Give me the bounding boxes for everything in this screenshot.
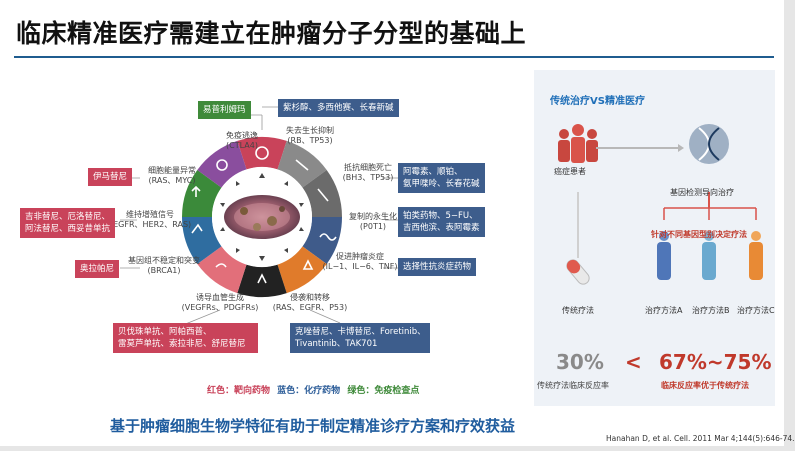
drug-box-angiogenesis: 贝伐珠单抗、阿帕西普、 雷莫芦单抗、索拉非尼、舒尼替尼 <box>113 323 258 353</box>
hallmarks-wheel <box>120 106 398 326</box>
hallmark-apoptosis-name: 抵抗细胞死亡 <box>344 163 392 172</box>
hallmark-energy-name: 细胞能量异常 <box>148 166 196 175</box>
hallmark-angiogenesis-name: 诱导血管生成 <box>196 293 244 302</box>
drug-box-energy: 伊马替尼 <box>88 168 133 186</box>
drug-immortal-line2: 吉西他滨、表阿霉素 <box>403 223 480 233</box>
drug-apoptosis-line1: 阿霉素、顺铂、 <box>403 167 463 177</box>
drug-box-apoptosis: 阿霉素、顺铂、 氨甲喋呤、长春花碱 <box>398 163 485 193</box>
hallmark-immune-target: (CTLA4) <box>226 141 258 150</box>
drug-proliferation-line2: 阿法替尼、西妥昔单抗 <box>25 224 111 234</box>
drug-box-genome: 奥拉帕尼 <box>75 260 120 278</box>
legend-blue: 蓝色：化疗药物 <box>277 386 341 396</box>
drug-apoptosis-line2: 氨甲喋呤、长春花碱 <box>403 179 480 189</box>
ring-segment-proliferation <box>182 170 222 217</box>
ring-segment-immortal <box>302 217 342 264</box>
hallmark-immortal-target: (P0T1) <box>359 222 387 231</box>
hallmark-immortal: 复制的永生化 (P0T1) <box>349 212 397 232</box>
page-title: 临床精准医疗需建立在肿瘤分子分型的基础上 <box>16 19 527 48</box>
drug-box-immortal: 铂类药物、5−FU、 吉西他滨、表阿霉素 <box>398 207 485 237</box>
caption-precision: 临床反应率优于传统疗法 <box>661 381 749 390</box>
energy-icon <box>216 159 228 171</box>
hallmark-growth: 失去生长抑制 (RB、TP53) <box>282 126 338 146</box>
hallmark-invasion-name: 侵袭和转移 <box>290 293 330 302</box>
angiogenesis-icon <box>215 263 227 268</box>
drug-box-invasion: 克唑替尼、卡博替尼、Foretinib、 Tivantinib、TAK701 <box>290 323 430 353</box>
citation: Hanahan D, et al. Cell. 2011 Mar 4;144(5… <box>606 434 795 443</box>
less-than-sign: < <box>625 350 642 374</box>
ring-segment-immune <box>237 136 287 170</box>
apoptosis-icon <box>317 188 329 202</box>
hallmark-energy: 细胞能量异常 (RAS、MYC) <box>142 166 202 186</box>
immune-icon <box>255 146 269 160</box>
hallmark-inflammation-target: (IL−1、IL−6、TNF) <box>322 262 398 271</box>
drug-angiogenesis-line1: 贝伐珠单抗、阿帕西普、 <box>118 327 212 337</box>
precision-rate: 67%~75% <box>659 350 772 374</box>
ring-segment-energy <box>197 140 247 188</box>
label-traditional: 传统疗法 <box>562 306 594 315</box>
hallmark-immune: 免疫逃逸 (CTLA4) <box>222 131 262 151</box>
inflammation-icon <box>302 259 314 270</box>
hallmark-apoptosis-target: (BH3、TP53) <box>342 173 394 182</box>
label-patient: 癌症患者 <box>554 167 586 176</box>
conclusion-text: 基于肿瘤细胞生物学特征有助于制定精准诊疗方案和疗效获益 <box>110 417 516 435</box>
label-strategy: 针对不同基因型别决定疗法 <box>651 230 747 239</box>
growth-icon <box>295 159 309 171</box>
hallmark-energy-target: (RAS、MYC) <box>148 176 196 185</box>
drug-proliferation-line1: 吉非替尼、厄洛替尼、 <box>25 212 111 222</box>
proliferation-icon <box>191 185 201 197</box>
comparison-diagram <box>558 124 763 285</box>
legend-red: 红色：靶向药物 <box>207 386 271 396</box>
panel-title: 传统治疗VS精准医疗 <box>550 96 645 107</box>
hallmark-invasion: 侵袭和转移 (RAS、EGFR、P53) <box>270 293 350 313</box>
hallmark-genome-name: 基因组不稳定和突变 <box>128 256 200 265</box>
hallmark-inflammation-name: 促进肿瘤炎症 <box>336 252 384 261</box>
figure-b-icon <box>702 231 716 280</box>
ring-segment-angiogenesis <box>197 246 247 294</box>
drug-invasion-line1: 克唑替尼、卡博替尼、Foretinib、 <box>295 327 426 337</box>
ring-segment-inflammation <box>277 246 327 294</box>
hallmark-apoptosis: 抵抗细胞死亡 (BH3、TP53) <box>340 163 396 183</box>
dna-icon <box>689 124 729 164</box>
traditional-rate: 30% <box>556 350 604 374</box>
hallmark-immune-name: 免疫逃逸 <box>226 131 258 140</box>
caption-traditional: 传统疗法临床反应率 <box>537 381 609 390</box>
color-legend: 红色：靶向药物 蓝色：化疗药物 绿色：免疫检查点 <box>207 383 423 396</box>
drug-box-proliferation: 吉非替尼、厄洛替尼、 阿法替尼、西妥昔单抗 <box>20 208 116 238</box>
hallmark-proliferation-name: 维持增殖信号 <box>126 210 174 219</box>
hallmark-inflammation: 促进肿瘤炎症 (IL−1、IL−6、TNF) <box>322 252 398 272</box>
hallmark-angiogenesis: 诱导血管生成 (VEGFRs、PDGFRs) <box>180 293 260 313</box>
hallmark-angiogenesis-target: (VEGFRs、PDGFRs) <box>181 303 259 312</box>
drug-box-immune: 易普利姆玛 <box>198 101 251 119</box>
hallmark-proliferation-target: (EGFR、HER2、RAS) <box>110 220 192 229</box>
patients-icon <box>558 124 598 163</box>
genome-icon <box>191 223 203 234</box>
hallmark-genome-target: (BRCA1) <box>147 266 181 275</box>
figure-c-icon <box>749 231 763 280</box>
hallmark-immortal-name: 复制的永生化 <box>349 212 397 221</box>
hallmark-genome: 基因组不稳定和突变 (BRCA1) <box>124 256 204 276</box>
label-gene-test: 基因检测导向治疗 <box>670 188 734 197</box>
ring-segment-genome <box>182 217 222 264</box>
legend-green: 绿色：免疫检查点 <box>347 386 420 396</box>
immortal-icon <box>319 233 337 241</box>
invasion-icon <box>257 273 267 284</box>
drug-box-growth: 紫杉醇、多西他赛、长春新碱 <box>278 99 399 117</box>
label-method-a: 治疗方法A <box>645 306 683 315</box>
title-underline <box>14 56 774 58</box>
hallmark-invasion-target: (RAS、EGFR、P53) <box>272 303 348 312</box>
drug-box-inflammation: 选择性抗炎症药物 <box>398 258 477 276</box>
drug-invasion-line2: Tivantinib、TAK701 <box>295 339 378 349</box>
hallmark-growth-target: (RB、TP53) <box>287 136 333 145</box>
figure-a-icon <box>657 231 671 280</box>
drug-angiogenesis-line2: 雷莫芦单抗、索拉非尼、舒尼替尼 <box>118 339 246 349</box>
drug-immortal-line1: 铂类药物、5−FU、 <box>403 211 478 221</box>
label-method-c: 治疗方法C <box>737 306 775 315</box>
ring-segment-invasion <box>237 264 287 298</box>
pill-icon <box>566 259 590 285</box>
hallmark-growth-name: 失去生长抑制 <box>286 126 334 135</box>
hallmark-proliferation: 维持增殖信号 (EGFR、HER2、RAS) <box>110 210 192 230</box>
label-method-b: 治疗方法B <box>692 306 730 315</box>
